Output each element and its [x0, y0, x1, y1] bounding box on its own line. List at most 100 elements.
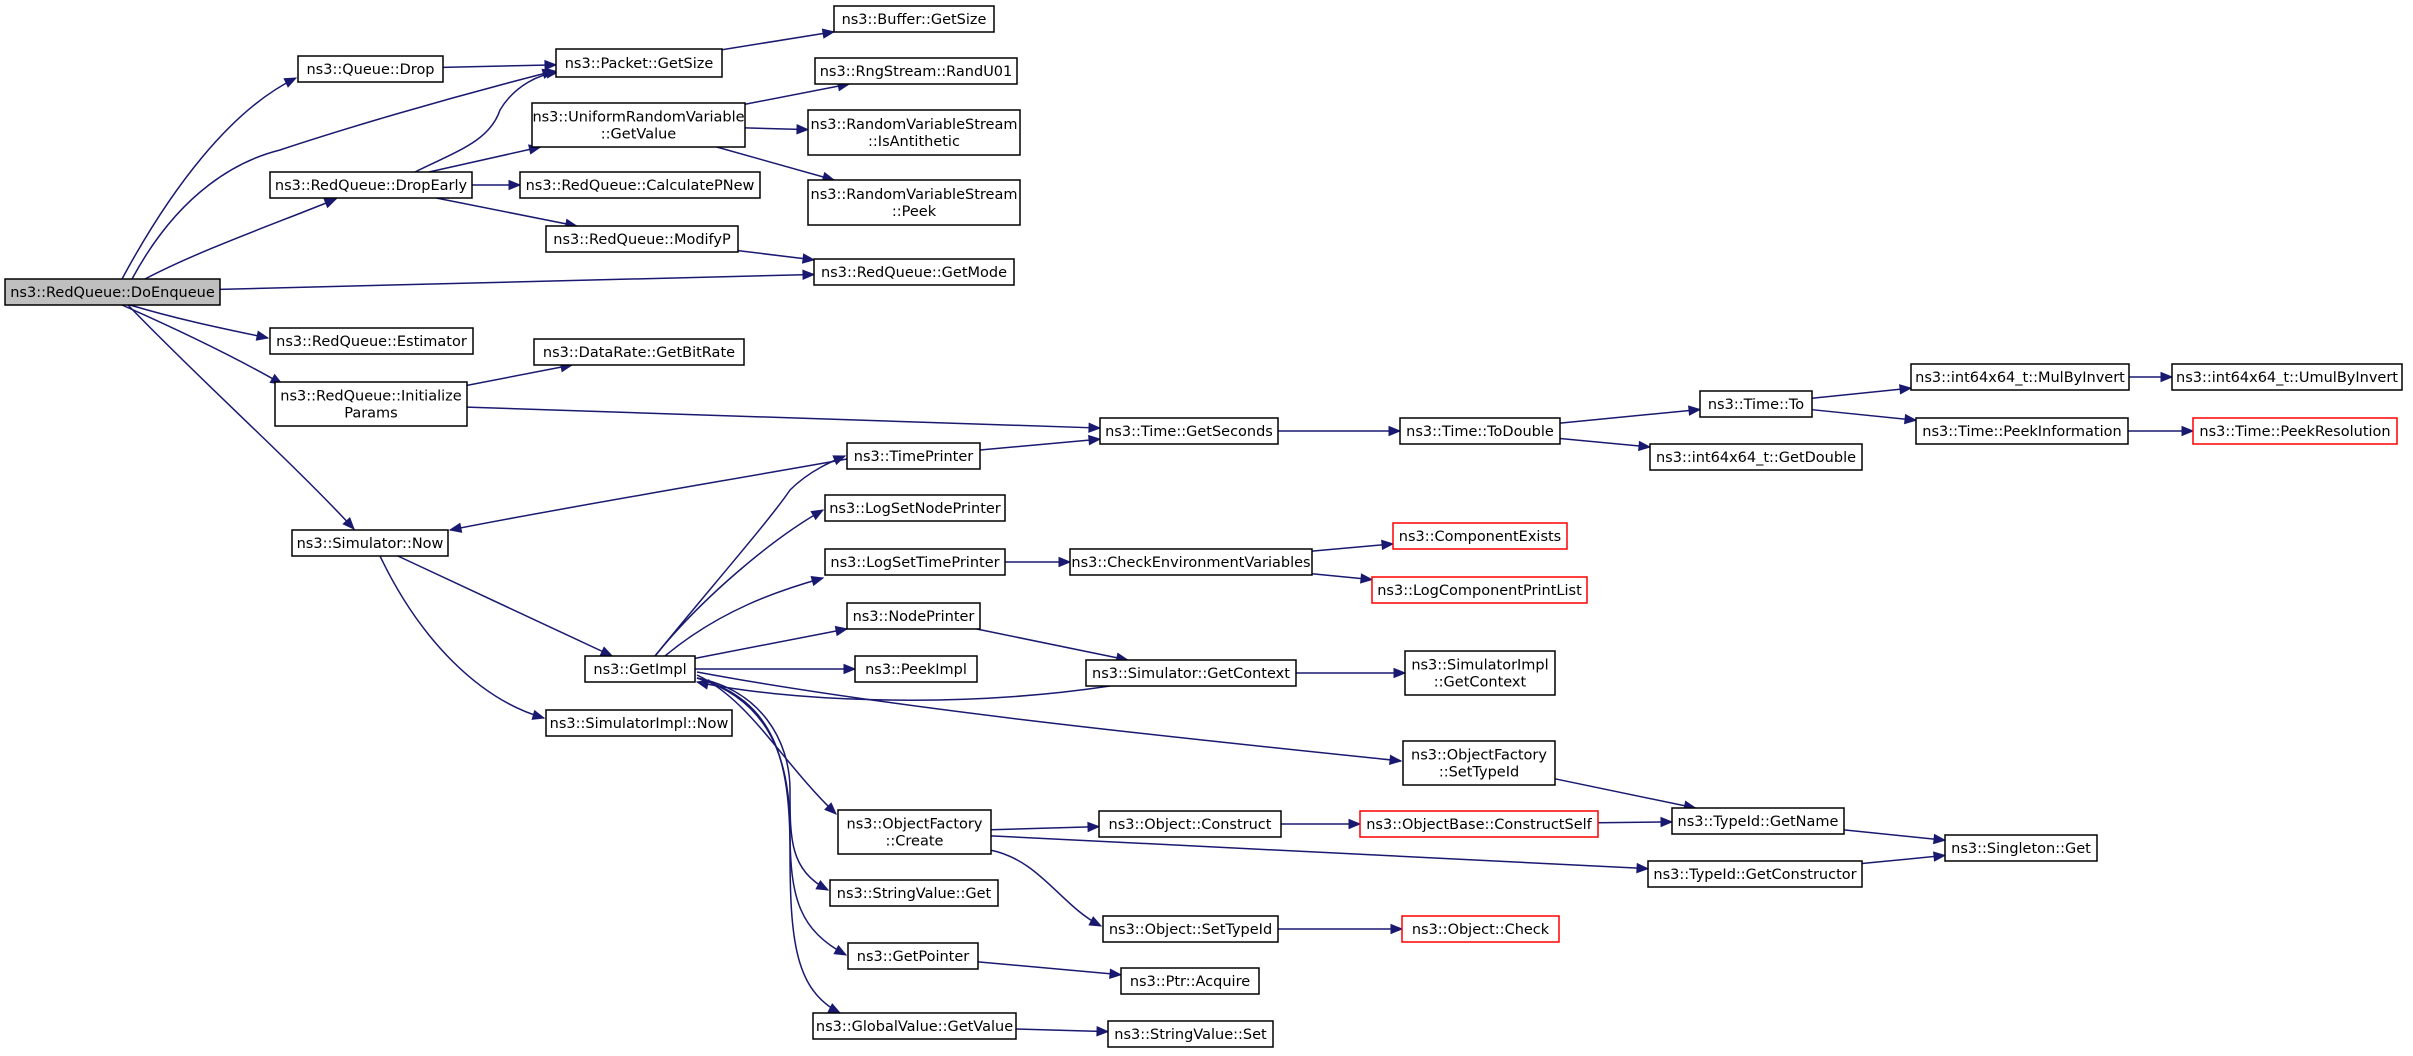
- node-box[interactable]: [269, 327, 474, 355]
- node-modifyp[interactable]: ns3::RedQueue::ModifyP: [545, 225, 739, 253]
- node-box[interactable]: [1915, 417, 2129, 445]
- node-peekimpl[interactable]: ns3::PeekImpl: [854, 655, 978, 683]
- node-box[interactable]: [1359, 810, 1599, 838]
- node-box[interactable]: [1402, 740, 1556, 786]
- node-box[interactable]: [824, 494, 1006, 522]
- node-box[interactable]: [1649, 443, 1863, 471]
- node-timeprinter[interactable]: ns3::TimePrinter: [846, 442, 981, 470]
- node-simimpl_now[interactable]: ns3::SimulatorImpl::Now: [545, 709, 733, 737]
- node-mulbyinvert[interactable]: ns3::int64x64_t::MulByInvert: [1910, 363, 2130, 391]
- node-box[interactable]: [1392, 522, 1568, 550]
- node-box[interactable]: [4, 278, 221, 306]
- node-getimpl[interactable]: ns3::GetImpl: [584, 655, 696, 683]
- node-box[interactable]: [847, 942, 979, 970]
- node-box[interactable]: [1107, 1020, 1274, 1048]
- node-box[interactable]: [1120, 967, 1260, 995]
- node-urv_getvalue[interactable]: ns3::UniformRandomVariable::GetValue: [531, 102, 746, 148]
- node-sim_now[interactable]: ns3::Simulator::Now: [291, 529, 449, 557]
- node-box[interactable]: [1647, 860, 1863, 888]
- node-box[interactable]: [291, 529, 449, 557]
- node-logsettime[interactable]: ns3::LogSetTimePrinter: [824, 548, 1006, 576]
- node-box[interactable]: [1401, 915, 1560, 943]
- node-randu01[interactable]: ns3::RngStream::RandU01: [814, 57, 1018, 85]
- node-box[interactable]: [829, 879, 999, 907]
- node-box[interactable]: [1098, 810, 1282, 838]
- node-box[interactable]: [837, 809, 992, 855]
- node-obj_check[interactable]: ns3::Object::Check: [1401, 915, 1560, 943]
- node-getseconds[interactable]: ns3::Time::GetSeconds: [1099, 417, 1279, 445]
- node-getpointer[interactable]: ns3::GetPointer: [847, 942, 979, 970]
- node-rvs_isanti[interactable]: ns3::RandomVariableStream::IsAntithetic: [807, 109, 1021, 156]
- node-logsetnode[interactable]: ns3::LogSetNodePrinter: [824, 494, 1006, 522]
- node-getmode[interactable]: ns3::RedQueue::GetMode: [813, 258, 1015, 286]
- node-box[interactable]: [269, 171, 473, 199]
- node-box[interactable]: [807, 109, 1021, 156]
- node-box[interactable]: [846, 602, 981, 630]
- node-singleton_get[interactable]: ns3::Singleton::Get: [1944, 834, 2098, 862]
- node-box[interactable]: [2171, 363, 2403, 391]
- node-box[interactable]: [1399, 417, 1561, 445]
- node-peekres[interactable]: ns3::Time::PeekResolution: [2192, 417, 2398, 445]
- node-sv_set[interactable]: ns3::StringValue::Set: [1107, 1020, 1274, 1048]
- node-box[interactable]: [533, 338, 745, 366]
- node-box[interactable]: [1671, 807, 1845, 835]
- node-box[interactable]: [813, 258, 1015, 286]
- node-box[interactable]: [531, 102, 746, 148]
- node-nodeprinter[interactable]: ns3::NodePrinter: [846, 602, 981, 630]
- node-getconstructor[interactable]: ns3::TypeId::GetConstructor: [1647, 860, 1863, 888]
- node-box[interactable]: [1944, 834, 2098, 862]
- node-gv_getvalue[interactable]: ns3::GlobalValue::GetValue: [812, 1012, 1017, 1040]
- node-box[interactable]: [545, 225, 739, 253]
- node-obj_construct[interactable]: ns3::Object::Construct: [1098, 810, 1282, 838]
- node-obj_settypeid[interactable]: ns3::Object::SetTypeId: [1102, 915, 1279, 943]
- node-calcpnew[interactable]: ns3::RedQueue::CalculatePNew: [519, 171, 761, 199]
- node-constructself[interactable]: ns3::ObjectBase::ConstructSelf: [1359, 810, 1599, 838]
- node-compexists[interactable]: ns3::ComponentExists: [1392, 522, 1568, 550]
- node-getbitrate[interactable]: ns3::DataRate::GetBitRate: [533, 338, 745, 366]
- node-box[interactable]: [297, 55, 444, 83]
- node-box[interactable]: [555, 48, 723, 78]
- node-box[interactable]: [854, 655, 978, 683]
- node-box[interactable]: [807, 179, 1021, 226]
- node-time_to[interactable]: ns3::Time::To: [1699, 390, 1813, 418]
- node-peekinfo[interactable]: ns3::Time::PeekInformation: [1915, 417, 2129, 445]
- node-box[interactable]: [1910, 363, 2130, 391]
- node-rvs_peek[interactable]: ns3::RandomVariableStream::Peek: [807, 179, 1021, 226]
- node-box[interactable]: [2192, 417, 2398, 445]
- node-box[interactable]: [584, 655, 696, 683]
- node-box[interactable]: [1371, 576, 1588, 604]
- node-typeid_getname[interactable]: ns3::TypeId::GetName: [1671, 807, 1845, 835]
- node-box[interactable]: [545, 709, 733, 737]
- node-ptr_acquire[interactable]: ns3::Ptr::Acquire: [1120, 967, 1260, 995]
- node-logcomplist[interactable]: ns3::LogComponentPrintList: [1371, 576, 1588, 604]
- node-simimpl_getcontext[interactable]: ns3::SimulatorImpl::GetContext: [1404, 650, 1556, 696]
- node-estimator[interactable]: ns3::RedQueue::Estimator: [269, 327, 474, 355]
- node-box[interactable]: [824, 548, 1006, 576]
- node-drop[interactable]: ns3::Queue::Drop: [297, 55, 444, 83]
- node-box[interactable]: [846, 442, 981, 470]
- node-box[interactable]: [1102, 915, 1279, 943]
- node-dropearly[interactable]: ns3::RedQueue::DropEarly: [269, 171, 473, 199]
- node-pkt_getsize[interactable]: ns3::Packet::GetSize: [555, 48, 723, 78]
- node-buf_getsize[interactable]: ns3::Buffer::GetSize: [833, 5, 995, 33]
- node-box[interactable]: [1404, 650, 1556, 696]
- node-box[interactable]: [1099, 417, 1279, 445]
- node-getdouble[interactable]: ns3::int64x64_t::GetDouble: [1649, 443, 1863, 471]
- node-box[interactable]: [814, 57, 1018, 85]
- node-sim_getcontext[interactable]: ns3::Simulator::GetContext: [1085, 659, 1297, 687]
- node-checkenv[interactable]: ns3::CheckEnvironmentVariables: [1069, 548, 1313, 576]
- node-box[interactable]: [812, 1012, 1017, 1040]
- node-todouble[interactable]: ns3::Time::ToDouble: [1399, 417, 1561, 445]
- node-box[interactable]: [1699, 390, 1813, 418]
- node-box[interactable]: [1085, 659, 1297, 687]
- node-box[interactable]: [833, 5, 995, 33]
- node-box[interactable]: [1069, 548, 1313, 576]
- node-doenqueue[interactable]: ns3::RedQueue::DoEnqueue: [4, 278, 221, 306]
- node-sv_get[interactable]: ns3::StringValue::Get: [829, 879, 999, 907]
- node-of_settypeid[interactable]: ns3::ObjectFactory::SetTypeId: [1402, 740, 1556, 786]
- node-umulbyinvert[interactable]: ns3::int64x64_t::UmulByInvert: [2171, 363, 2403, 391]
- node-box[interactable]: [519, 171, 761, 199]
- node-of_create[interactable]: ns3::ObjectFactory::Create: [837, 809, 992, 855]
- node-box[interactable]: [274, 381, 468, 427]
